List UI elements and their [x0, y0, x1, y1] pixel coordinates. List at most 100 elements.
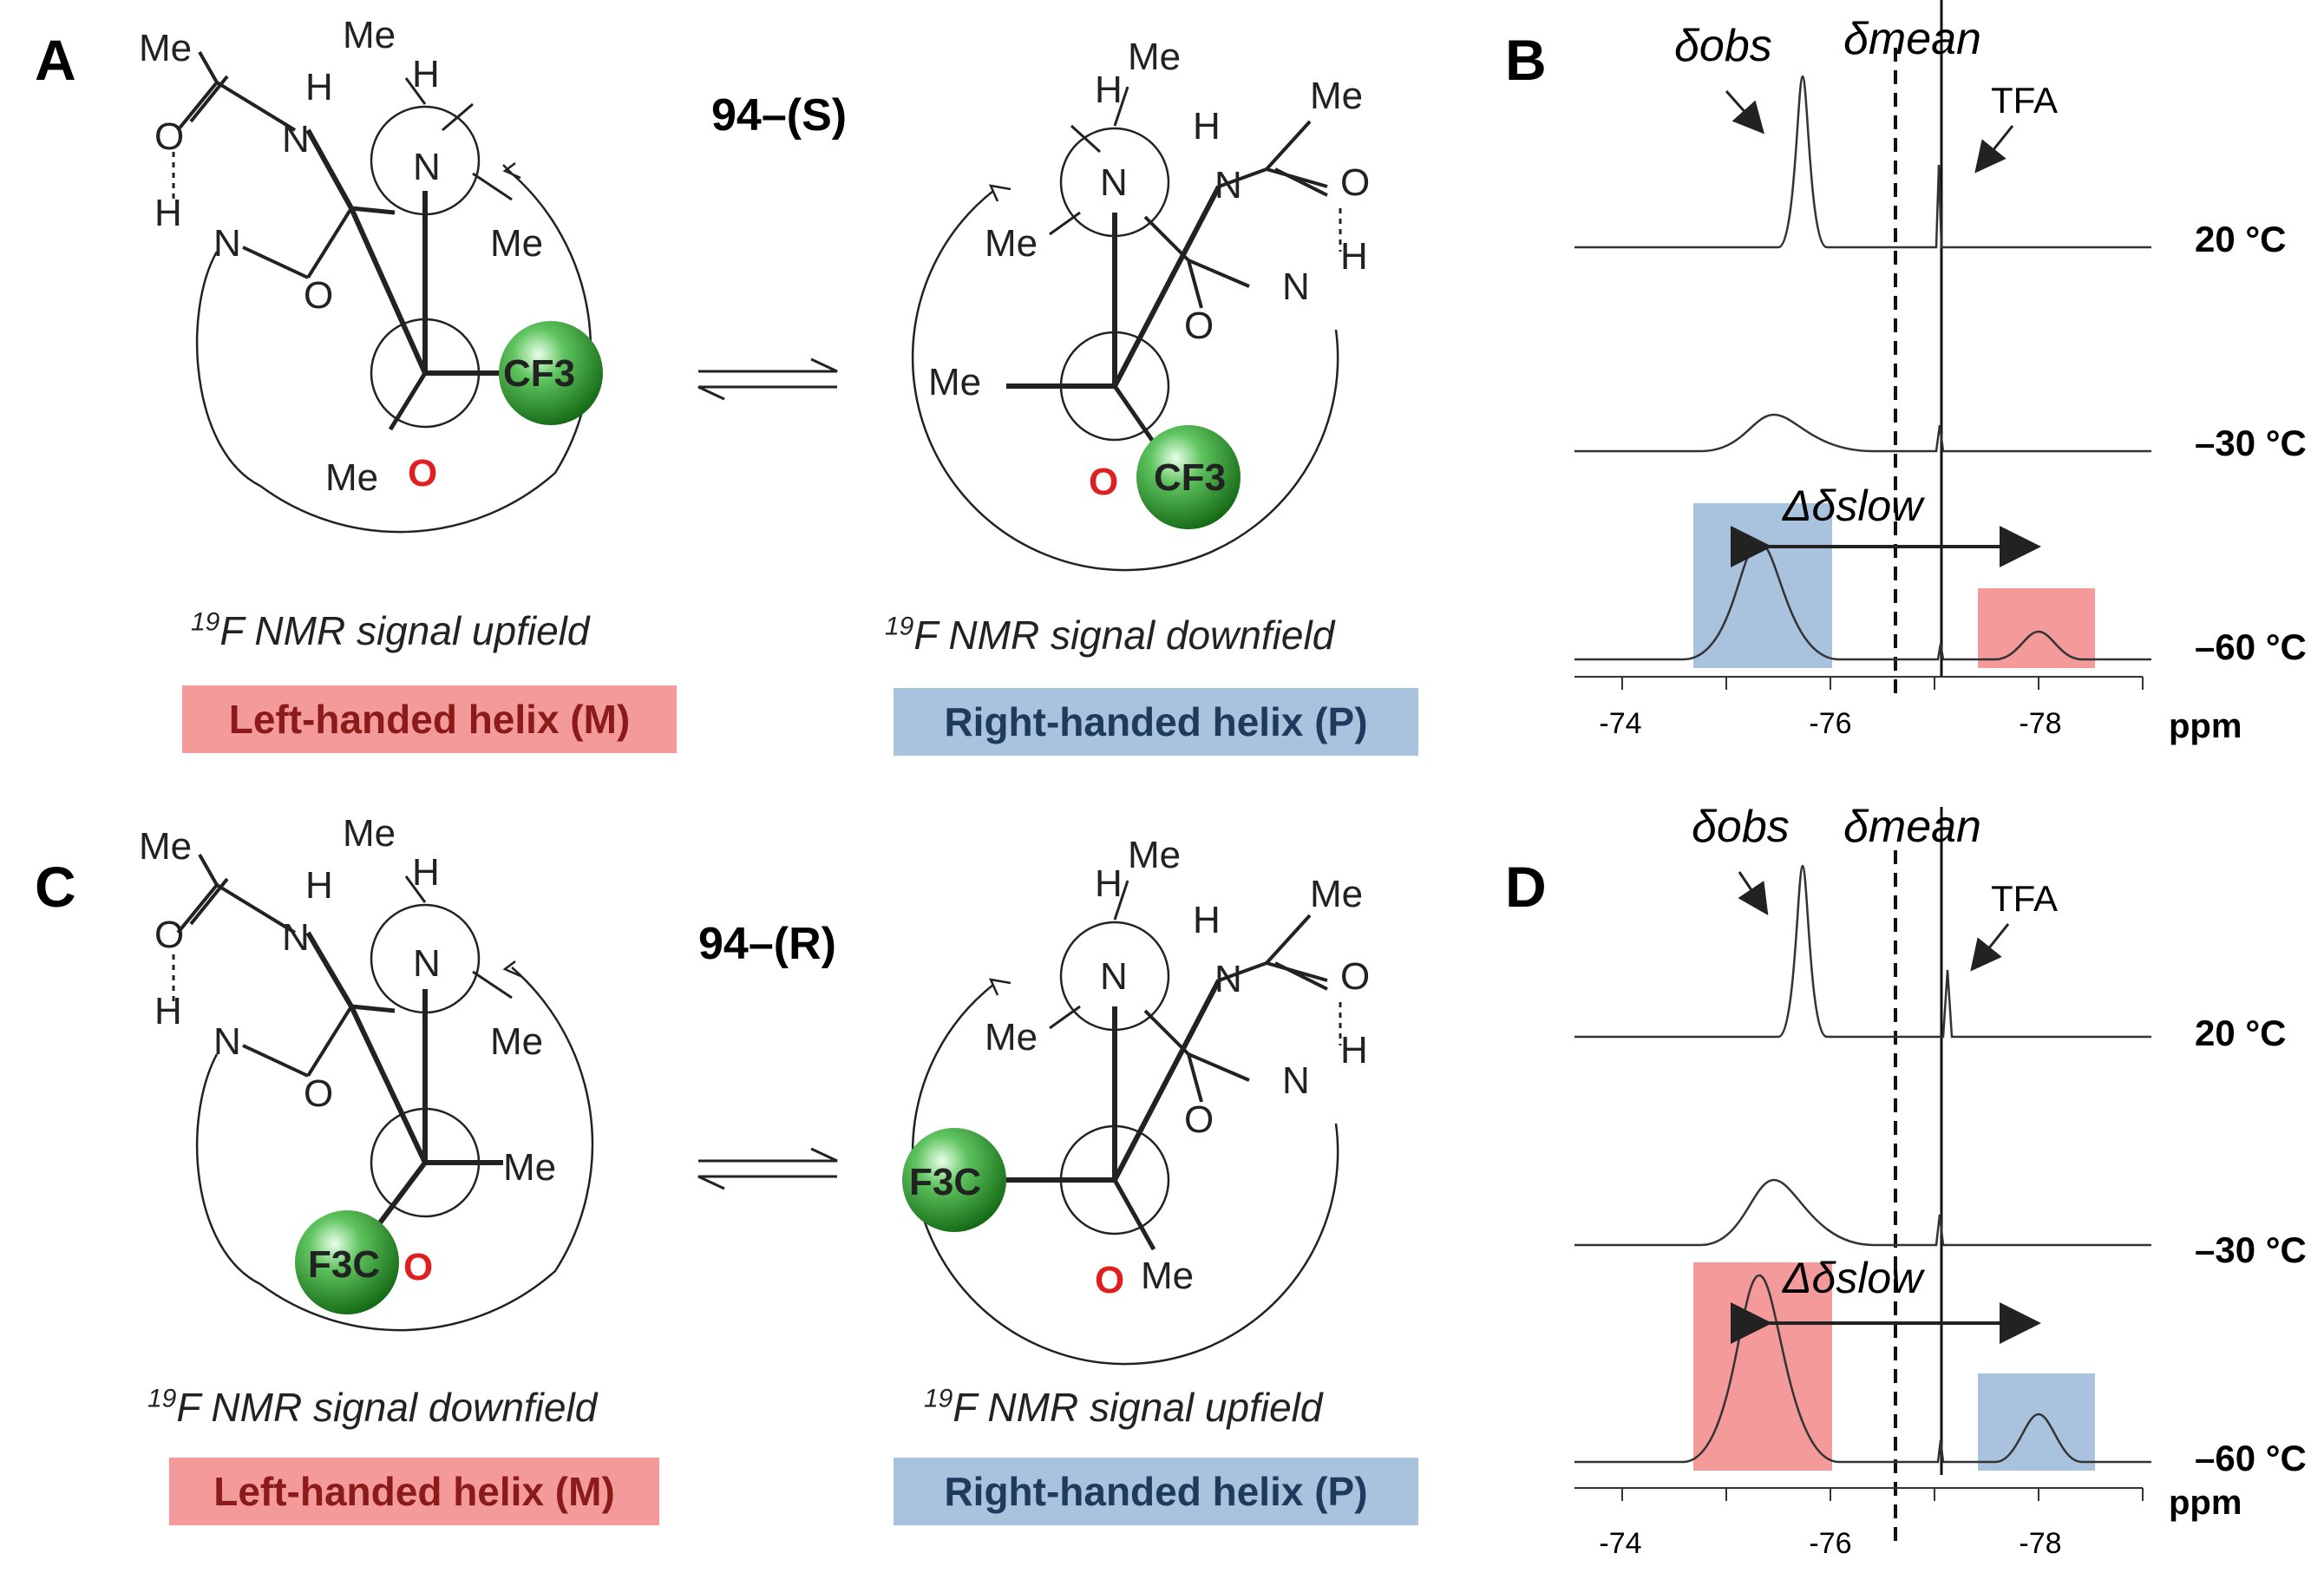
atom-n: N — [1282, 1059, 1310, 1102]
atom-n: N — [213, 222, 241, 265]
caption-c-right: 19F NMR signal upfield — [924, 1384, 1323, 1430]
atom-h: H — [1193, 105, 1221, 147]
x-ticks — [1621, 677, 2144, 690]
caption-a-right: 19F NMR signal downfield — [885, 612, 1335, 658]
atom-o-red: O — [408, 452, 437, 495]
atom-n: N — [1282, 265, 1310, 308]
atom-h: H — [412, 53, 440, 95]
atom-o: O — [1340, 161, 1370, 204]
caption-a-left: 19F NMR signal upfield — [191, 607, 590, 653]
x-ticks — [1621, 1488, 2144, 1501]
f3c-ball — [902, 1128, 1006, 1232]
helix-arc — [911, 984, 1339, 1366]
slow-box-pink — [1978, 588, 2095, 668]
atom-me: Me — [1128, 36, 1181, 78]
atom-n: N — [413, 942, 441, 985]
temp-label: –30 °C — [2195, 1229, 2307, 1270]
atom-me: Me — [1128, 834, 1181, 876]
panel-label-c: C — [35, 855, 76, 919]
atom-o: O — [154, 914, 184, 956]
panel-label-d: D — [1505, 855, 1547, 919]
helix-arc — [259, 173, 592, 534]
atom-h: H — [154, 192, 182, 234]
atom-o-red: O — [403, 1246, 433, 1288]
atom-me: Me — [1310, 75, 1363, 117]
atom-h: H — [305, 864, 333, 907]
trace-m60c — [1574, 1274, 2151, 1464]
atom-me: Me — [139, 27, 192, 69]
trace-20c — [1574, 864, 2151, 1039]
atom-n: N — [282, 916, 310, 959]
spectrum-panel-d: -74 -76 -78 ppm 20 °C –30 °C –60 °C δobs… — [1574, 802, 2307, 1560]
delta-slow-label: Δδslow — [1782, 1254, 1925, 1302]
temp-label: –60 °C — [2195, 1438, 2307, 1478]
compound-label-r: 94–(R) — [698, 919, 836, 969]
trace-m30c — [1574, 413, 2151, 453]
atom-o: O — [304, 1072, 333, 1115]
caption-c-left: 19F NMR signal downfield — [147, 1384, 598, 1430]
equilibrium-arrow-top — [697, 357, 838, 401]
atom-h: H — [305, 66, 333, 108]
atom-n: N — [413, 146, 441, 188]
atom-o-red: O — [1095, 1259, 1124, 1301]
trace-m30c — [1574, 1178, 2151, 1247]
slow-box-blue — [1978, 1373, 2095, 1471]
atom-me: Me — [1141, 1255, 1194, 1297]
unit-label: ppm — [2169, 707, 2242, 745]
temp-label: 20 °C — [2195, 1013, 2287, 1053]
atom-o: O — [1184, 305, 1214, 347]
atom-h: H — [412, 851, 440, 894]
tick-label: -76 — [1809, 707, 1851, 740]
atom-me: Me — [928, 361, 981, 403]
structure-a-right — [911, 86, 1342, 572]
tfa-label: TFA — [1991, 878, 2058, 919]
atom-f3c: F3C — [308, 1243, 380, 1286]
tick-label: -76 — [1809, 1527, 1851, 1560]
f3c-ball — [295, 1210, 399, 1314]
atom-cf3: CF3 — [1154, 456, 1226, 499]
delta-mean-label: δmean — [1843, 14, 1981, 64]
atom-f3c: F3C — [909, 1161, 981, 1203]
atom-o: O — [154, 115, 184, 158]
tick-label: -78 — [2019, 1527, 2061, 1560]
atom-n: N — [1214, 164, 1242, 206]
atom-o: O — [1340, 955, 1370, 998]
trace-20c — [1574, 75, 2151, 249]
tick-label: -78 — [2019, 707, 2061, 740]
panel-label-b: B — [1505, 28, 1547, 92]
tick-label: -74 — [1599, 707, 1641, 740]
atom-me: Me — [1310, 873, 1363, 915]
structure-a-left — [172, 51, 592, 534]
atom-me: Me — [503, 1146, 556, 1189]
atom-me: Me — [490, 222, 543, 265]
helix-box-a-left: Left-handed helix (M) — [182, 685, 677, 753]
cf3-ball — [499, 321, 603, 425]
panel-label-a: A — [35, 28, 76, 92]
trace-m60c — [1574, 541, 2151, 661]
helix-box-c-left: Left-handed helix (M) — [169, 1458, 659, 1525]
delta-obs-label: δobs — [1674, 21, 1772, 71]
atom-me: Me — [343, 14, 396, 56]
delta-obs-label: δobs — [1692, 802, 1790, 852]
atom-me: Me — [490, 1020, 543, 1063]
compound-label-s: 94–(S) — [711, 90, 847, 141]
tfa-label: TFA — [1991, 80, 2058, 121]
equilibrium-arrow-bottom — [697, 1147, 838, 1190]
atom-o-red: O — [1089, 461, 1118, 503]
atom-n: N — [1100, 161, 1128, 204]
helix-box-c-right: Right-handed helix (P) — [894, 1458, 1418, 1525]
atom-me: Me — [343, 812, 396, 855]
cf3-ball — [1136, 425, 1241, 529]
atom-n: N — [282, 118, 310, 161]
unit-label: ppm — [2169, 1484, 2242, 1522]
atom-h: H — [154, 990, 182, 1032]
atom-me: Me — [985, 1016, 1038, 1058]
atom-h: H — [1095, 69, 1123, 111]
temp-label: –60 °C — [2195, 626, 2307, 667]
atom-o: O — [304, 274, 333, 317]
atom-n: N — [1214, 958, 1242, 1000]
atom-h: H — [1095, 862, 1123, 905]
temp-label: –30 °C — [2195, 423, 2307, 463]
atom-n: N — [1100, 955, 1128, 998]
